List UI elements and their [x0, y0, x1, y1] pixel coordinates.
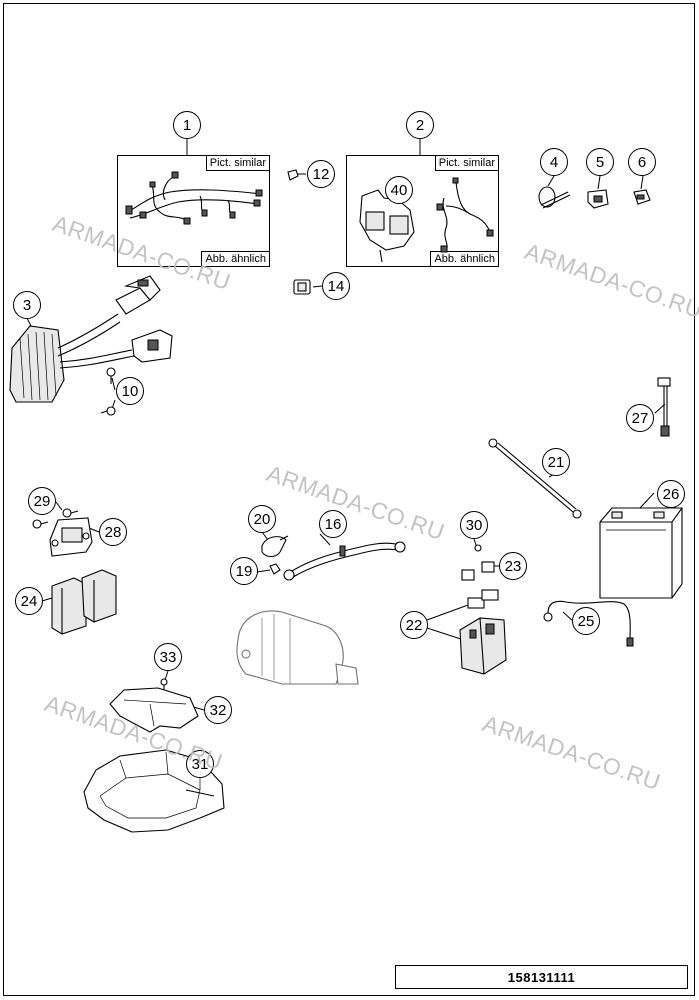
callout-31: 31: [186, 750, 214, 778]
callout-19: 19: [230, 557, 258, 585]
harness-sub-sketch: [359, 177, 494, 263]
relay-pair-part: [51, 569, 117, 635]
tag-pict-similar: Pict. similar: [434, 155, 499, 171]
callout-16: 16: [319, 510, 347, 538]
terminal-cap-part: [261, 535, 289, 558]
callout-10: 10: [116, 377, 144, 405]
callout-4: 4: [540, 148, 568, 176]
holder-screw-part: [160, 678, 168, 692]
callout-1: 1: [173, 111, 201, 139]
tag-pict-similar: Pict. similar: [205, 155, 270, 171]
holder-cover-part: [109, 687, 199, 733]
callout-24: 24: [15, 587, 43, 615]
callout-27: 27: [626, 404, 654, 432]
battery-cable-part: [543, 600, 634, 647]
callout-21: 21: [542, 448, 570, 476]
drawing-code: 158131111: [395, 965, 688, 989]
clip-part: [287, 169, 299, 181]
relay-fuses-part: [461, 561, 495, 581]
relay-bracket-part: [49, 517, 93, 557]
nut-part: [269, 563, 281, 575]
drawing-frame: [3, 3, 695, 996]
callout-33: 33: [154, 643, 182, 671]
callout-14: 14: [322, 272, 350, 300]
callout-23: 23: [499, 552, 527, 580]
ground-cable-part: [488, 438, 582, 519]
callout-20: 20: [248, 505, 276, 533]
cable-plug-part: [633, 189, 651, 205]
starter-cable-part: [283, 541, 406, 581]
starter-relay-part: [459, 589, 507, 675]
callout-30: 30: [460, 511, 488, 539]
relay-screw-part: [474, 544, 482, 552]
tag-abb-aehnlich: Abb. ähnlich: [201, 251, 270, 267]
callout-12: 12: [307, 160, 335, 188]
starter-motor-part: [236, 610, 359, 685]
cable-tie-part: [538, 186, 571, 209]
callout-3: 3: [13, 291, 41, 319]
harness-main-sketch: [125, 171, 263, 225]
callout-26: 26: [657, 480, 685, 508]
callout-5: 5: [586, 148, 614, 176]
voltage-regulator-part: [9, 275, 173, 403]
callout-6: 6: [628, 148, 656, 176]
fuse-part: [657, 377, 671, 437]
cable-clip-part: [587, 189, 609, 209]
battery-part: [599, 507, 683, 599]
callout-2: 2: [406, 111, 434, 139]
callout-32: 32: [204, 696, 232, 724]
callout-29: 29: [28, 487, 56, 515]
callout-22: 22: [400, 611, 428, 639]
bracket-screws-part: [32, 508, 79, 529]
panel-harness-main: Pict. similar Abb. ähnlich: [117, 155, 270, 267]
screw-parts: [100, 367, 116, 416]
connector-part: [293, 279, 311, 295]
callout-40: 40: [385, 176, 413, 204]
callout-28: 28: [99, 518, 127, 546]
tag-abb-aehnlich: Abb. ähnlich: [430, 251, 499, 267]
callout-25: 25: [572, 607, 600, 635]
